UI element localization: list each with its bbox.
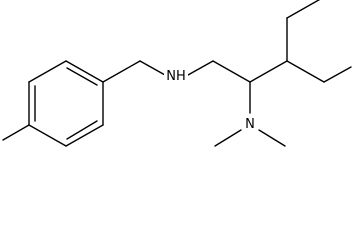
bond-ethyl-right-2 bbox=[323, 66, 352, 83]
bond-ring-1 bbox=[65, 60, 104, 83]
atom-label-nh: NH bbox=[166, 69, 186, 84]
bond-ring-double-2 bbox=[66, 120, 98, 140]
atom-nh: NH bbox=[164, 66, 188, 84]
atom-n-dimethyl: N bbox=[242, 114, 258, 132]
chemical-structure-diagram: NH N bbox=[2, 0, 352, 147]
bond-ethyl-right-1 bbox=[286, 60, 325, 83]
bond-ring-3 bbox=[65, 124, 104, 147]
bond-n-methyl-right bbox=[258, 129, 286, 147]
bond-n-methyl-left bbox=[214, 129, 242, 147]
bond-ring-double-1 bbox=[66, 67, 98, 86]
bond-ch-ch bbox=[249, 60, 288, 83]
bond-ring-6 bbox=[28, 60, 67, 83]
bond-ring-ch2 bbox=[102, 60, 141, 83]
bond-ch2-nh bbox=[139, 60, 166, 76]
atom-label-n: N bbox=[245, 117, 255, 132]
bond-ch2-ch bbox=[212, 60, 251, 83]
bond-ethyl-up-2 bbox=[286, 0, 321, 19]
bond-ring-methyl bbox=[2, 124, 30, 141]
benzene-ring bbox=[28, 60, 104, 147]
bond-nh-ch2 bbox=[187, 60, 214, 76]
bond-ring-4 bbox=[28, 124, 67, 147]
